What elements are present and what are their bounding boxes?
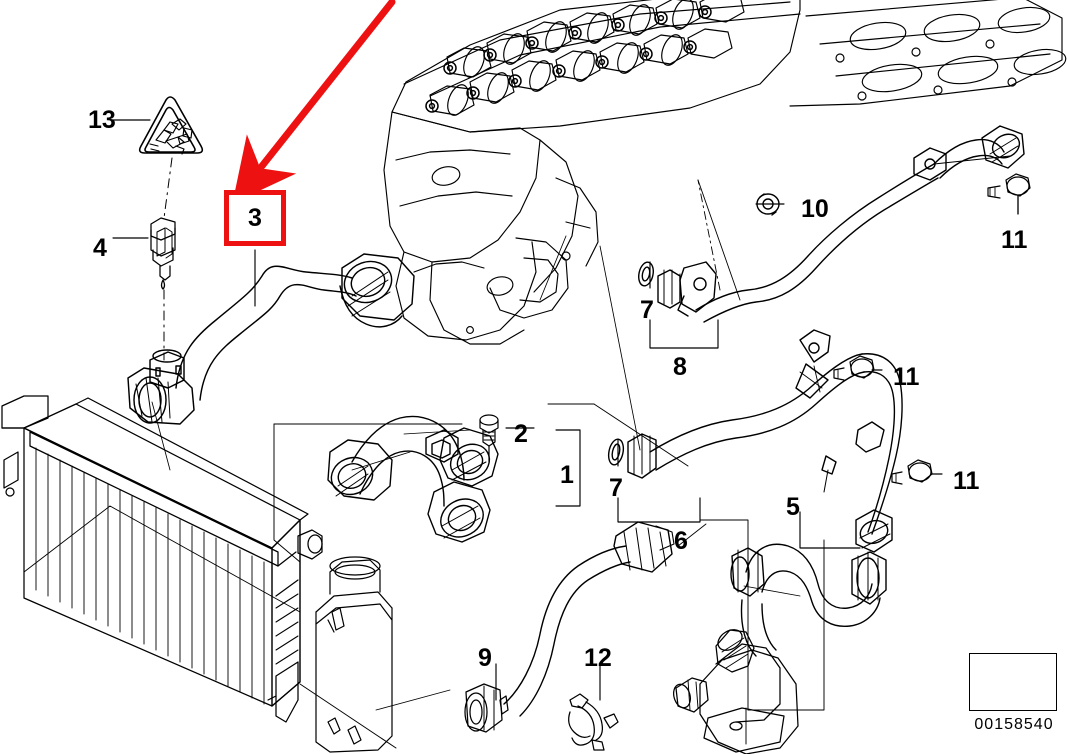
hex-bolt-lower-right: [891, 459, 933, 485]
coolant-transfer-pipe: [638, 125, 1031, 323]
hose-clamp-ring: [464, 683, 509, 733]
callout-label-7-lower: 7: [609, 474, 623, 502]
radiator-core: [1, 395, 323, 723]
callout-leader-lines: [111, 119, 1019, 711]
spring-retaining-clip: [568, 693, 619, 751]
callout-label-13: 13: [88, 106, 116, 134]
callout-label-3: 3: [248, 203, 262, 232]
callout-label-1: 1: [560, 461, 574, 489]
callout-label-12: 12: [584, 644, 612, 672]
callout-label-2: 2: [514, 420, 528, 448]
callout-label-4: 4: [93, 234, 107, 262]
callout-label-11-bracket: 11: [893, 363, 920, 391]
thermostat-housing: [673, 629, 799, 754]
heater-hose-to-tank: [503, 521, 675, 717]
heater-hose-return: [730, 543, 887, 657]
highlight-box-item-3[interactable]: 3: [224, 190, 286, 246]
callout-label-5: 5: [786, 493, 800, 521]
red-pointer-arrow: [232, 0, 396, 204]
bleeder-screw-sensor: [150, 217, 176, 290]
thermostat-hose-assembly: [327, 414, 499, 543]
callout-label-9: 9: [478, 644, 492, 672]
hex-bolt-bracket: [833, 355, 875, 381]
engine-cylinder-head: [383, 0, 1067, 345]
callout-label-10: 10: [801, 195, 829, 223]
coolant-expansion-tank: [315, 556, 393, 753]
warning-label-symbol: [138, 96, 204, 155]
callout-label-8: 8: [673, 353, 687, 381]
callout-label-11-lower-right: 11: [953, 467, 980, 495]
callout-label-6: 6: [674, 527, 688, 555]
callout-label-11-upper-right: 11: [1001, 226, 1028, 254]
diagram-id-number: 00158540: [974, 716, 1054, 733]
callout-label-7-upper: 7: [640, 296, 654, 324]
radiator-upper-hose: [127, 253, 415, 425]
diagram-id-icon-box: [969, 653, 1057, 711]
